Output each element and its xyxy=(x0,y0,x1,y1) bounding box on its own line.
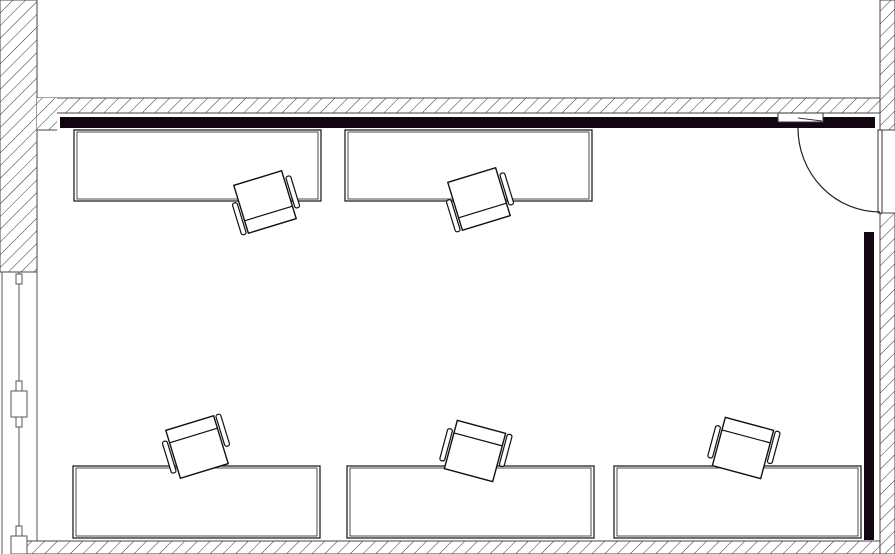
door xyxy=(777,112,883,214)
right-wall-upper xyxy=(879,0,895,131)
top-wall-corner xyxy=(37,98,57,130)
left-wall-upper xyxy=(0,0,38,273)
bottom-wall xyxy=(26,540,881,554)
top-wall xyxy=(36,97,881,114)
top-cabinet-strip xyxy=(60,117,875,128)
window xyxy=(1,272,38,554)
right-cabinet-strip xyxy=(864,232,874,540)
desk xyxy=(613,465,862,539)
right-wall-lower xyxy=(879,212,895,554)
desk xyxy=(72,465,321,539)
desk xyxy=(346,465,595,539)
